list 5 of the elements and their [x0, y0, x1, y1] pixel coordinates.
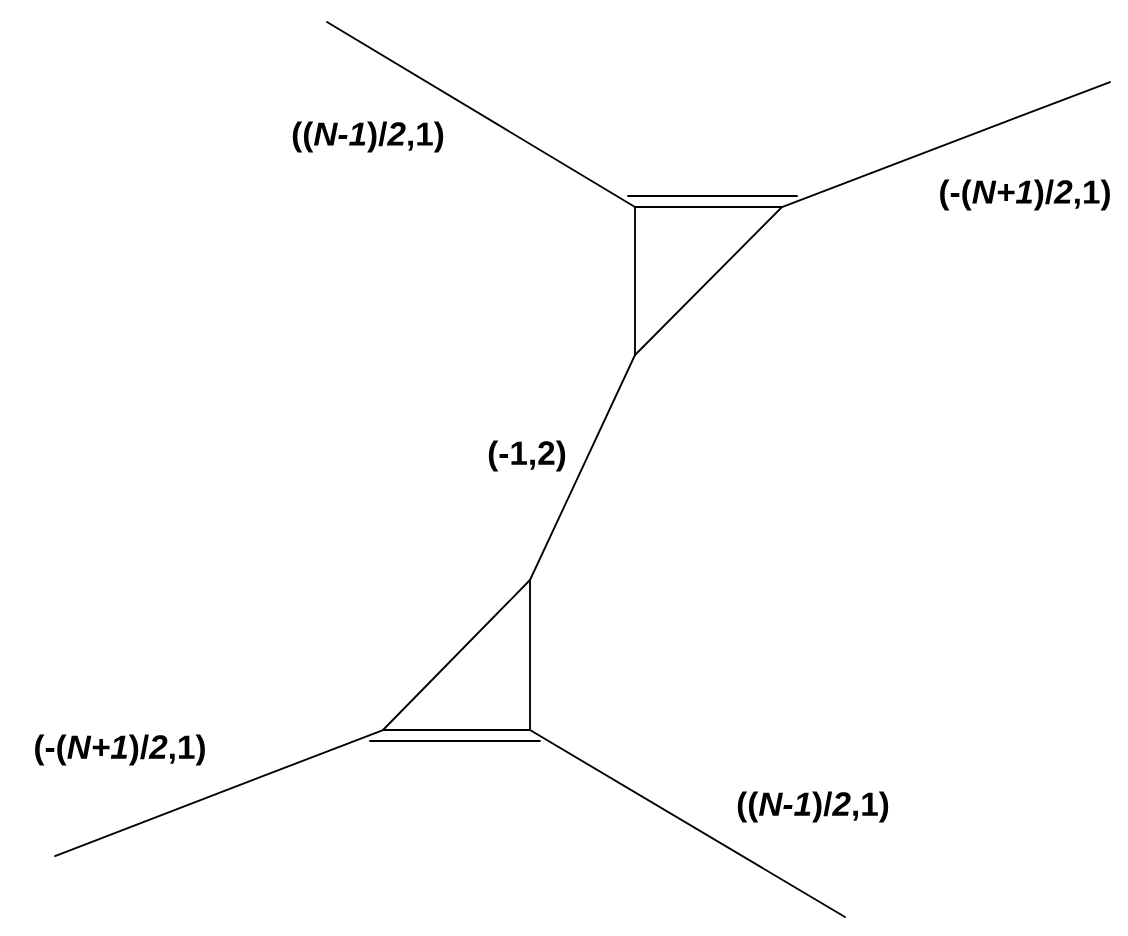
charge-label: (-(N+1)/2,1) — [35, 734, 205, 766]
charge-label: (-(N+1)/2,1) — [940, 179, 1110, 211]
charge-label: (-1,2) — [488, 440, 566, 472]
charge-label: ((N-1)/2,1) — [292, 121, 444, 153]
charge-label: ((N-1)/2,1) — [737, 791, 889, 823]
